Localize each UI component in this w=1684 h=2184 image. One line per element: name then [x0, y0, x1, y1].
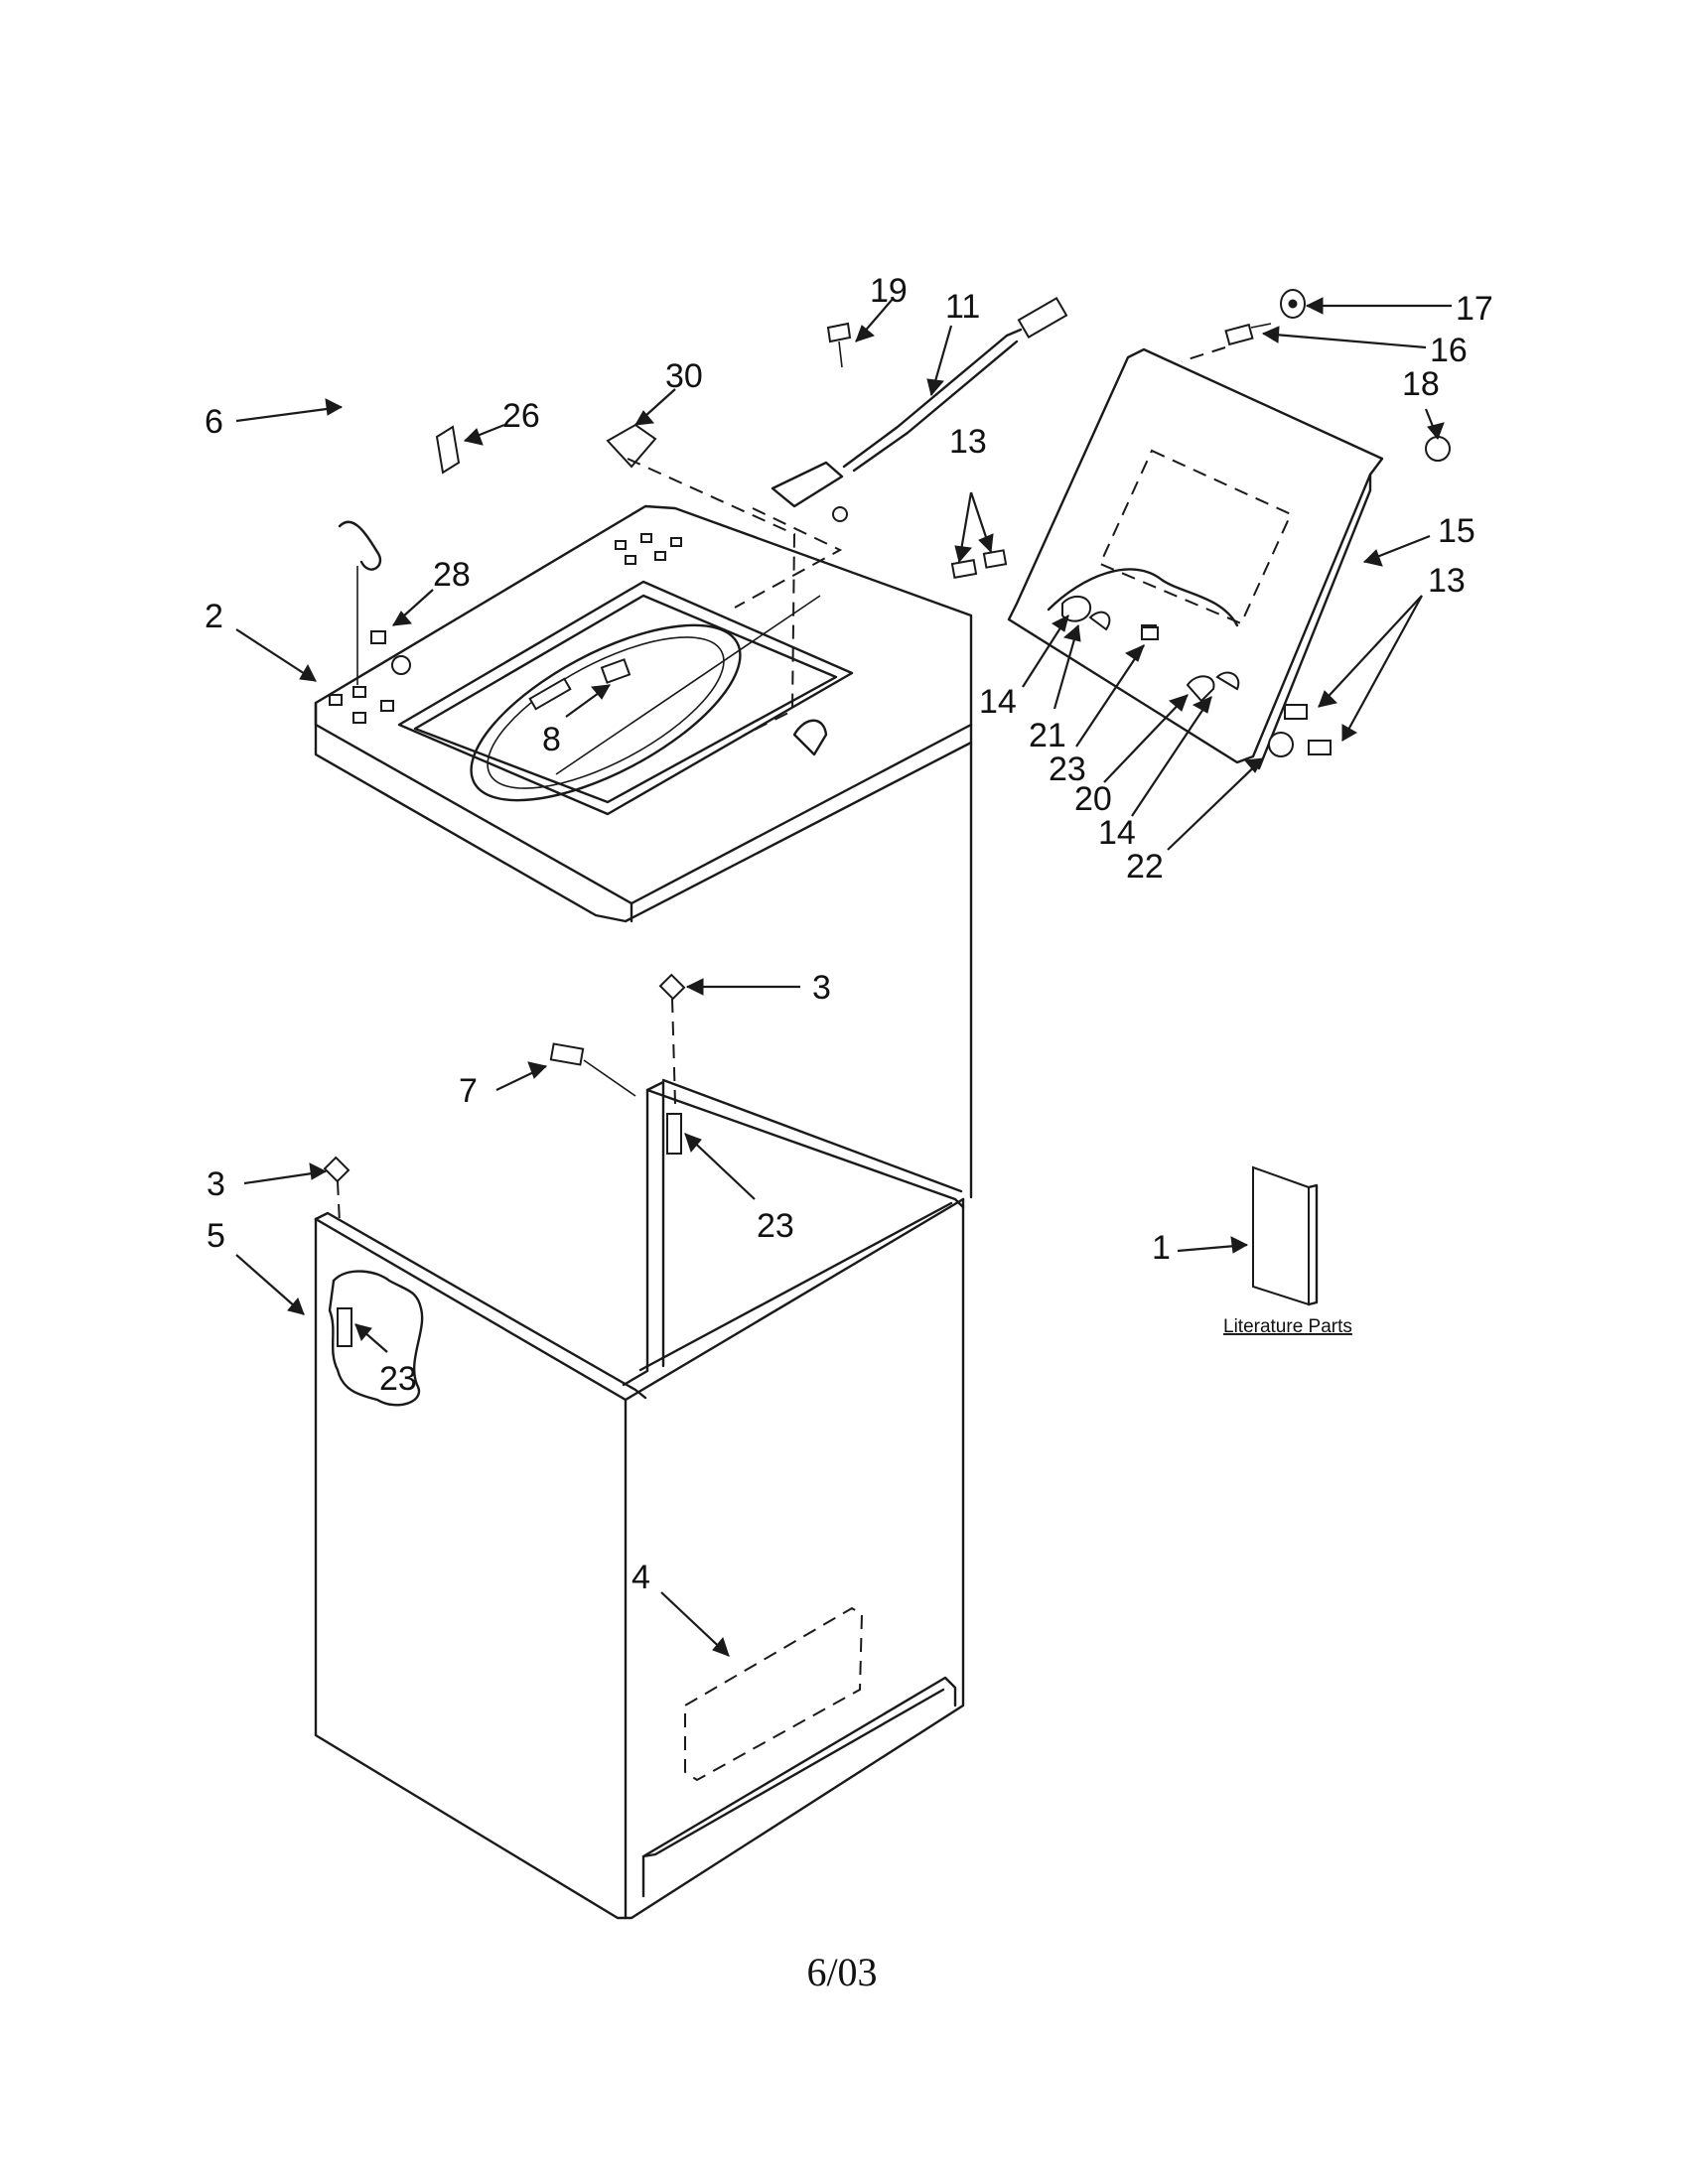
footer-date: 6/03	[806, 1950, 877, 1994]
clip-part-3-left	[323, 1156, 351, 1224]
callout-labels: 17 16 18 15 13 13 19 11 30 26 6 28 2 8 1…	[205, 272, 1493, 1994]
callout-30: 30	[665, 357, 703, 395]
callout-14-upper: 14	[979, 683, 1017, 721]
callout-17: 22	[1126, 848, 1164, 886]
callout-14-lower: 14	[1098, 814, 1136, 852]
callout-19: 15	[1438, 512, 1475, 550]
screw-part-20	[1224, 323, 1272, 346]
callout-22: 18	[1402, 365, 1440, 403]
callout-23-lower: 23	[379, 1360, 417, 1398]
bumper-part-17	[1268, 732, 1294, 757]
callout-20: 16	[1430, 332, 1468, 369]
bumper-part-21	[1280, 289, 1306, 319]
leader-lines	[235, 297, 1452, 1657]
callout-15: 20	[1074, 780, 1112, 818]
callout-11: 11	[945, 288, 980, 326]
part-26	[435, 425, 461, 475]
screw-part-23-mid	[666, 1113, 682, 1155]
callout-21: 17	[1456, 290, 1493, 328]
callout-7: 7	[459, 1072, 478, 1110]
screw-part-23-lower	[337, 1307, 352, 1347]
screw-part-23-top	[826, 322, 852, 368]
part-30	[606, 423, 657, 469]
literature-booklet	[1252, 1165, 1319, 1306]
callout-16: 21	[1029, 717, 1066, 754]
callout-1: 1	[1152, 1229, 1171, 1267]
screws-part-13-upper	[950, 549, 1008, 579]
callout-18: 23	[1049, 751, 1086, 788]
top-panel-drawing	[314, 504, 973, 923]
callout-2: 2	[205, 598, 223, 635]
screw-part-8	[600, 658, 632, 684]
callout-4: 4	[632, 1559, 650, 1596]
screw-part-7	[549, 1042, 636, 1097]
part-18	[1141, 626, 1159, 640]
callout-3-left: 3	[207, 1165, 225, 1203]
clip-part-3-right	[658, 973, 686, 1105]
cabinet-drawing	[314, 741, 973, 1920]
callout-23-top: 19	[870, 272, 908, 310]
callout-23-mid: 23	[757, 1207, 794, 1245]
assembly-guides	[555, 346, 1226, 775]
screws-part-13-lower	[1284, 704, 1332, 755]
callout-13-right: 13	[1428, 562, 1466, 600]
clip-part-6	[338, 520, 382, 685]
callout-6: 6	[205, 403, 223, 441]
lid-switch-harness-part-11	[771, 296, 1068, 522]
part-28	[370, 630, 386, 644]
bumper-part-22	[1425, 436, 1451, 462]
literature-parts-label: Literature Parts	[1223, 1316, 1352, 1337]
callout-3-right: 3	[812, 969, 831, 1007]
callout-28: 28	[433, 556, 471, 594]
callout-8: 8	[542, 721, 561, 758]
callout-5: 5	[207, 1217, 225, 1255]
callout-13-left: 13	[949, 423, 987, 461]
callout-26: 26	[502, 397, 540, 435]
